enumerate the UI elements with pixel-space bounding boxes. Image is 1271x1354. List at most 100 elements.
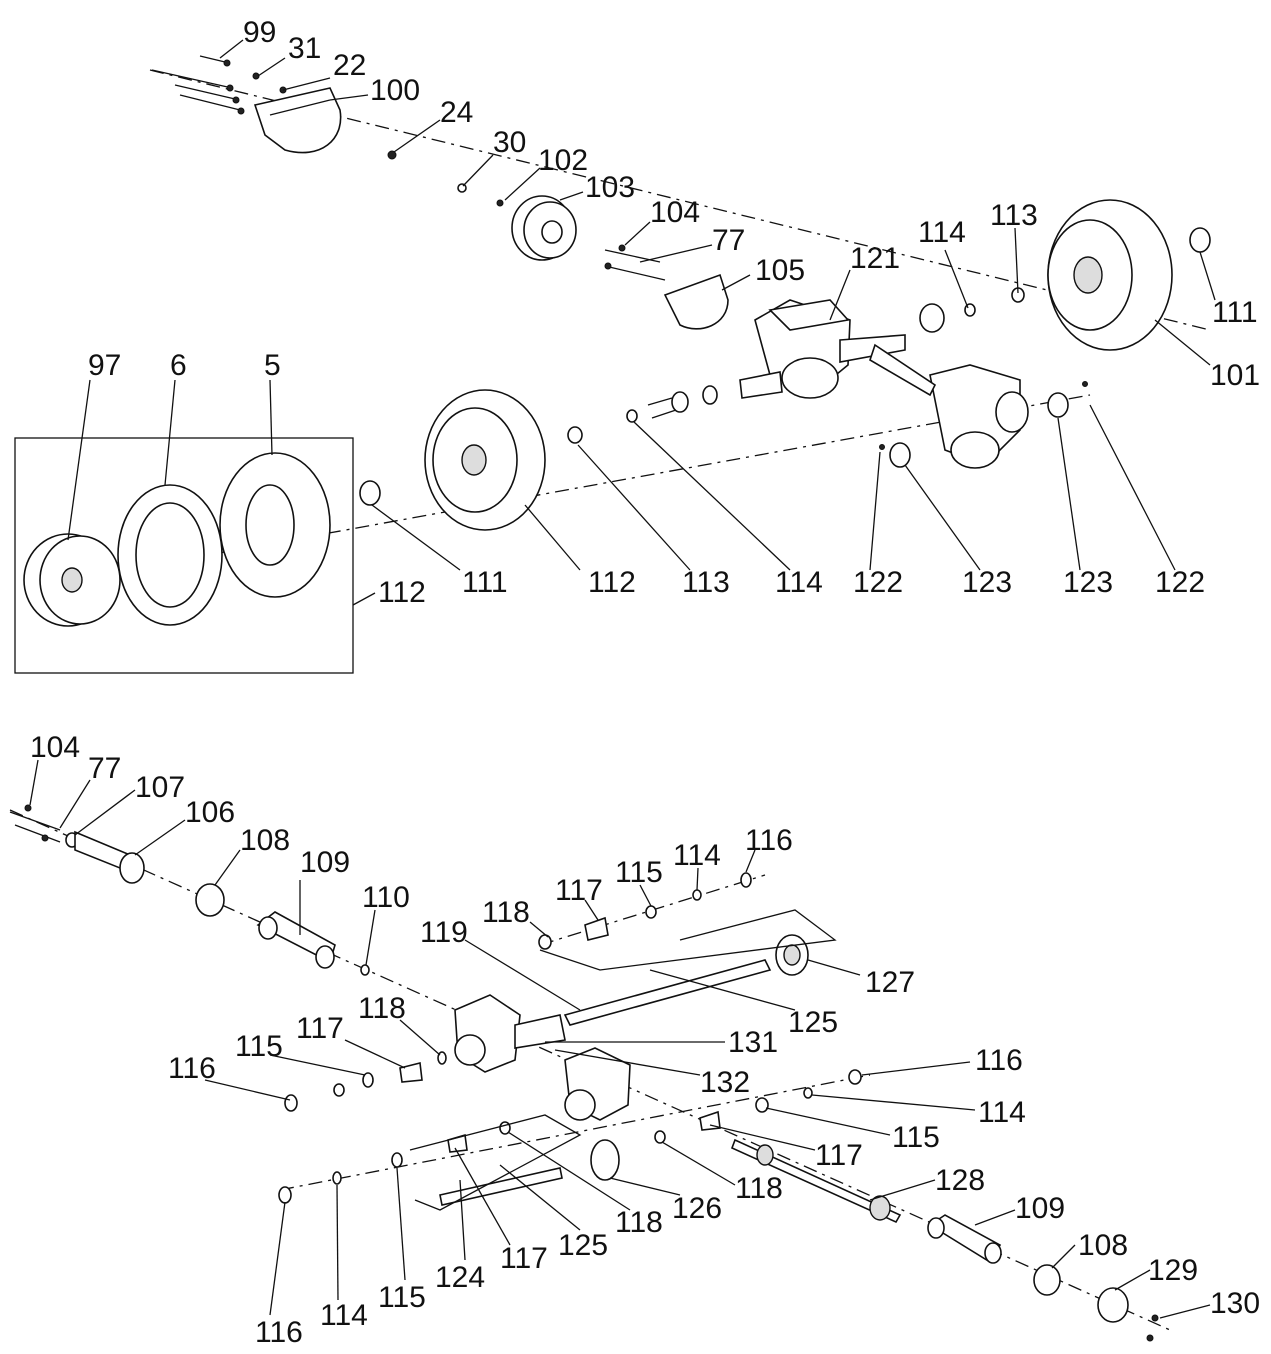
- label-77: 77: [712, 224, 745, 257]
- label-116-r: 116: [975, 1044, 1023, 1077]
- bracket-105: [663, 273, 729, 330]
- label-116-t: 116: [745, 824, 793, 857]
- part-118-right: [654, 1130, 666, 1144]
- label-108-l: 108: [240, 824, 290, 857]
- label-117-r: 117: [815, 1139, 863, 1172]
- label-127: 127: [865, 966, 915, 999]
- label-125-b: 125: [558, 1229, 608, 1262]
- label-77-l: 77: [88, 752, 121, 785]
- inset-box: [14, 437, 354, 674]
- label-119: 119: [420, 916, 468, 949]
- upper-assembly: 99 31 22 100 24 30 102 103 104 77 105 12…: [14, 16, 1260, 674]
- part-106: [119, 852, 145, 884]
- part-112-ring: [567, 426, 583, 444]
- label-125-t: 125: [788, 1006, 838, 1039]
- label-117-b: 117: [500, 1242, 548, 1275]
- label-110: 110: [362, 881, 410, 914]
- label-117-t: 117: [555, 874, 603, 907]
- gearbox-121: [754, 299, 906, 399]
- lower-assembly: 104 77 107 106 108 109 110 117 115 114 1…: [9, 731, 1260, 1349]
- shaft-119: [563, 959, 772, 1026]
- labels-upper: 99 31 22 100 24 30 102 103 104 77 105 12…: [88, 16, 1260, 609]
- part-30: [457, 183, 467, 193]
- part-24: [387, 150, 397, 160]
- label-115-r: 115: [892, 1121, 940, 1154]
- label-99: 99: [243, 16, 276, 49]
- part-110: [360, 964, 370, 976]
- labels-lower: 104 77 107 106 108 109 110 117 115 114 1…: [30, 731, 1260, 1349]
- part-109-lower: [928, 1214, 1002, 1264]
- label-118-r: 118: [735, 1172, 783, 1205]
- label-97: 97: [88, 349, 121, 382]
- label-101: 101: [1210, 359, 1260, 392]
- leader-lines-lower: [29, 759, 1211, 1319]
- label-118-m: 118: [358, 992, 406, 1025]
- label-122: 122: [853, 566, 903, 599]
- label-114-r: 114: [978, 1096, 1026, 1129]
- part-114-bottom: [332, 1171, 342, 1185]
- label-106: 106: [185, 796, 235, 829]
- part-116-top: [740, 872, 752, 888]
- part-114-left: [333, 1083, 345, 1097]
- part-113-lower: [626, 409, 638, 423]
- label-112: 112: [588, 566, 636, 599]
- label-115-m: 115: [235, 1030, 283, 1063]
- label-124: 124: [435, 1261, 485, 1294]
- label-130: 130: [1210, 1287, 1260, 1320]
- shaft-124: [439, 1167, 563, 1206]
- label-116-m: 116: [168, 1052, 216, 1085]
- label-122b: 122: [1155, 566, 1205, 599]
- label-114b: 114: [775, 566, 823, 599]
- label-113b: 113: [682, 566, 730, 599]
- label-104-l: 104: [30, 731, 80, 764]
- gear-126: [590, 1139, 620, 1181]
- label-109-r: 109: [1015, 1192, 1065, 1225]
- cover-100: [253, 87, 342, 154]
- label-121: 121: [850, 242, 900, 275]
- label-107: 107: [135, 771, 185, 804]
- part-116-bottom: [278, 1186, 292, 1204]
- part-117-top: [584, 916, 609, 941]
- label-114-t: 114: [673, 839, 721, 872]
- label-113: 113: [990, 199, 1038, 232]
- part-118-top: [538, 934, 552, 950]
- gearbox-center: [454, 994, 631, 1121]
- label-118-t: 118: [482, 896, 530, 929]
- part-117-left: [399, 1062, 423, 1083]
- part-116-right: [848, 1069, 862, 1085]
- label-30: 30: [493, 126, 526, 159]
- label-115-b: 115: [378, 1281, 426, 1314]
- shaft-128: [730, 1138, 902, 1224]
- label-123b: 123: [1063, 566, 1113, 599]
- part-115-right: [755, 1097, 769, 1113]
- bolts-group: [151, 55, 287, 115]
- label-100: 100: [370, 74, 420, 107]
- label-108-r: 108: [1078, 1229, 1128, 1262]
- label-126: 126: [672, 1192, 722, 1225]
- part-111-lower: [359, 480, 381, 506]
- label-109-l: 109: [300, 846, 350, 879]
- label-132: 132: [700, 1066, 750, 1099]
- part-129: [1097, 1287, 1129, 1323]
- part-115-bottom: [391, 1152, 403, 1168]
- leader-lines-upper: [67, 39, 1216, 606]
- part-116-left: [284, 1094, 298, 1112]
- gearbox-right: [869, 343, 1029, 469]
- label-123: 123: [962, 566, 1012, 599]
- wheel-101: [1047, 199, 1173, 351]
- label-115-t: 115: [615, 856, 663, 889]
- label-112-inset: 112: [378, 576, 426, 609]
- label-128: 128: [935, 1164, 985, 1197]
- lower-axis-line: [69, 394, 1091, 581]
- pulley-103: [511, 195, 577, 261]
- label-22: 22: [333, 49, 366, 82]
- label-103: 103: [585, 171, 635, 204]
- label-102: 102: [538, 144, 588, 177]
- part-108-lower: [1033, 1264, 1061, 1296]
- label-5: 5: [264, 349, 281, 382]
- part-115-left: [362, 1072, 374, 1088]
- part-114-right: [803, 1087, 813, 1099]
- part-114-top: [692, 889, 702, 901]
